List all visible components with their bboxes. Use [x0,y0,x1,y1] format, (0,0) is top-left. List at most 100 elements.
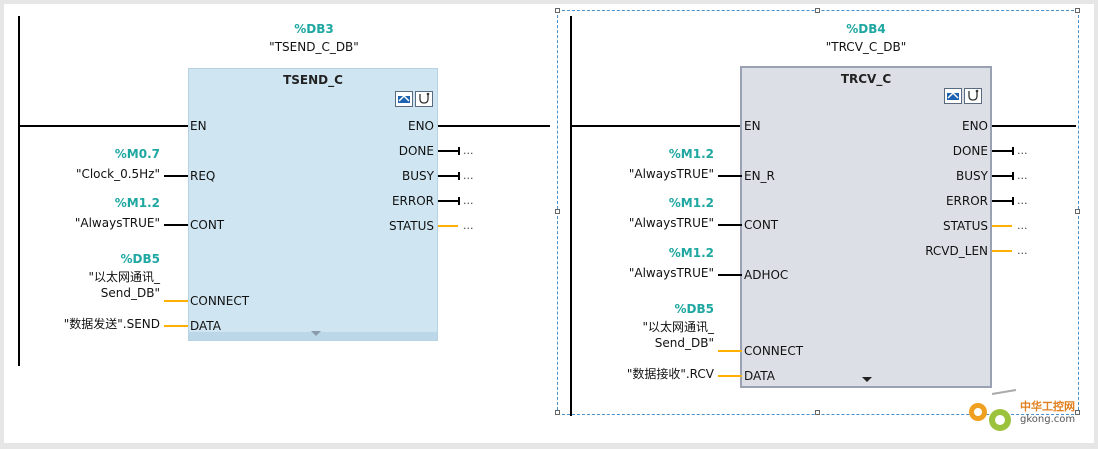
error-stub [458,197,460,205]
block-diagnostics-icon[interactable] [415,91,433,107]
connect-operand-line1[interactable]: "以太网通讯_ [88,270,160,284]
pin-error: ERROR [945,194,988,208]
error-output-placeholder[interactable]: ... [463,194,474,207]
resize-handle-mr[interactable] [1075,209,1080,214]
data-operand[interactable]: "数据发送".SEND [63,317,160,331]
pin-cont: CONT [190,218,225,232]
done-wire [438,150,458,152]
cont-operand-address[interactable]: %M1.2 [668,196,714,210]
pin-rcvd-len: RCVD_LEN [925,244,988,258]
pin-data: DATA [190,319,221,333]
busy-stub [458,172,460,180]
pin-en: EN [190,119,207,133]
done-stub [458,147,460,155]
resize-handle-tr[interactable] [1075,8,1080,13]
adhoc-operand-address[interactable]: %M1.2 [668,246,714,260]
expand-block-caret[interactable] [862,377,872,382]
resize-handle-tl[interactable] [555,8,560,13]
error-stub [1012,197,1014,205]
done-stub [1012,147,1014,155]
pin-adhoc: ADHOC [744,268,789,282]
busy-wire [992,175,1012,177]
adhoc-operand-name[interactable]: "AlwaysTRUE" [628,266,714,280]
rcvd-len-wire [992,250,1012,252]
pin-cont: CONT [744,218,779,232]
connect-operand-line1[interactable]: "以太网通讯_ [642,320,714,334]
watermark-text-cn: 中华工控网 [1020,400,1075,413]
pin-status: STATUS [388,219,434,233]
network-panel: %DB3 "TSEND_C_DB" TSEND_C EN REQ CONT CO… [4,4,1094,443]
resize-handle-tc[interactable] [815,8,820,13]
left-db-tag[interactable]: %DB3 [294,22,334,36]
pin-done: DONE [398,144,434,158]
pin-eno: ENO [407,119,434,133]
tsend-c-block[interactable]: TSEND_C [188,68,438,341]
data-wire [164,325,188,327]
right-power-rail [570,16,572,416]
connect-operand-address[interactable]: %DB5 [120,252,160,266]
pin-eno: ENO [961,119,988,133]
busy-output-placeholder[interactable]: ... [463,169,474,182]
resize-handle-bl[interactable] [555,410,560,415]
pin-req: REQ [190,169,216,183]
eno-wire-right [992,125,1076,127]
gear-logo-icon [969,389,1017,431]
cont-operand-name[interactable]: "AlwaysTRUE" [628,216,714,230]
pin-en-r: EN_R [744,169,775,183]
done-output-placeholder[interactable]: ... [463,144,474,157]
right-db-name[interactable]: "TRCV_C_DB" [825,40,907,54]
en-wire-right [570,125,742,127]
block-status-icon[interactable] [944,88,962,104]
status-output-placeholder[interactable]: ... [1017,219,1028,232]
en-r-operand-name[interactable]: "AlwaysTRUE" [628,167,714,181]
connect-operand-line2[interactable]: Send_DB" [100,286,160,300]
cont-operand-name[interactable]: "AlwaysTRUE" [74,216,160,230]
right-db-tag[interactable]: %DB4 [846,22,886,36]
connect-operand-line2[interactable]: Send_DB" [654,336,714,350]
error-output-placeholder[interactable]: ... [1017,194,1028,207]
pin-error: ERROR [391,194,434,208]
done-wire [992,150,1012,152]
cont-operand-address[interactable]: %M1.2 [114,196,160,210]
busy-output-placeholder[interactable]: ... [1017,169,1028,182]
block-diagnostics-icon[interactable] [964,88,982,104]
rcvd-len-output-placeholder[interactable]: ... [1017,244,1028,257]
resize-handle-br[interactable] [1075,410,1080,415]
trcv-c-block[interactable]: TRCV_C [740,66,992,388]
busy-stub [1012,172,1014,180]
error-wire [992,200,1012,202]
req-operand-address[interactable]: %M0.7 [114,147,160,161]
en-r-wire [718,175,742,177]
error-wire [438,200,458,202]
pin-connect: CONNECT [190,294,250,308]
cont-wire [718,224,742,226]
expand-block-caret[interactable] [311,331,321,336]
connect-wire [164,300,188,302]
connect-operand-address[interactable]: %DB5 [674,302,714,316]
watermark-text-url: gkong.com [1020,414,1076,425]
pin-data: DATA [744,369,775,383]
data-operand[interactable]: "数据接收".RCV [626,367,714,381]
data-wire [718,375,742,377]
block-title: TSEND_C [283,73,343,87]
resize-handle-ml[interactable] [555,209,560,214]
req-operand-name[interactable]: "Clock_0.5Hz" [75,167,160,181]
pin-busy: BUSY [956,169,988,183]
en-r-operand-address[interactable]: %M1.2 [668,147,714,161]
status-output-placeholder[interactable]: ... [463,219,474,232]
block-status-icon[interactable] [395,91,413,107]
resize-handle-bc[interactable] [815,410,820,415]
pin-busy: BUSY [402,169,434,183]
block-title: TRCV_C [840,72,892,86]
block-footer [189,332,437,340]
left-db-name[interactable]: "TSEND_C_DB" [269,40,359,54]
done-output-placeholder[interactable]: ... [1017,144,1028,157]
pin-connect: CONNECT [744,344,804,358]
eno-wire-left [438,125,550,127]
pin-en: EN [744,119,761,133]
pin-done: DONE [952,144,988,158]
adhoc-wire [718,274,742,276]
status-wire [992,225,1012,227]
req-wire [164,175,188,177]
